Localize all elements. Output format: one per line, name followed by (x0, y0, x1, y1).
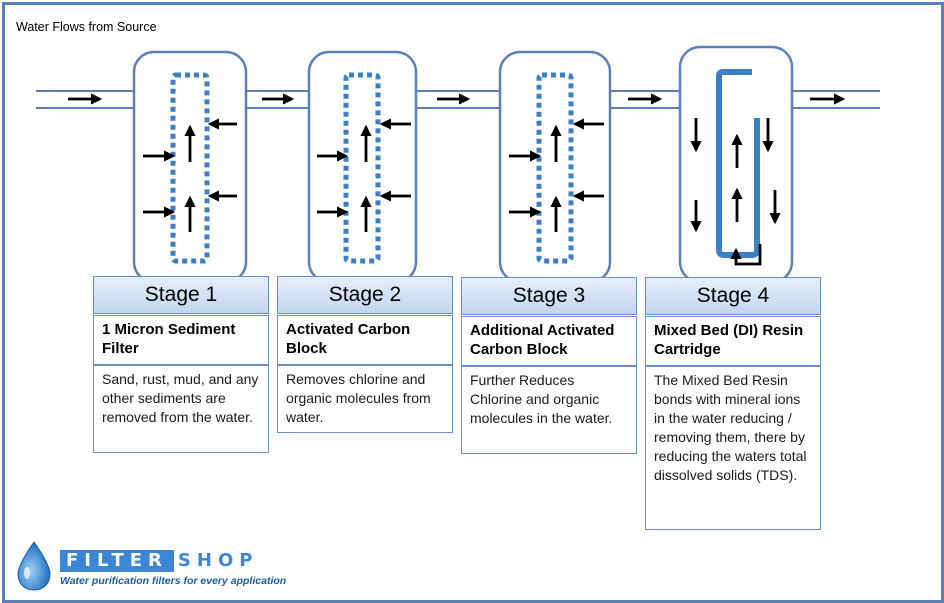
cartridge-stage-3 (536, 72, 574, 264)
housings (132, 45, 794, 284)
stage-4-description: The Mixed Bed Resin bonds with mineral i… (645, 366, 821, 530)
stage-2-header: Stage 2 (277, 276, 453, 314)
stage-4-name: Mixed Bed (DI) Resin Cartridge (645, 316, 821, 366)
cartridge-stage-2 (343, 72, 381, 264)
housing-stage-3 (498, 50, 612, 284)
stage-3-description: Further Reduces Chlorine and organic mol… (461, 366, 637, 454)
filtershop-logo: FILTER SHOP Water purification filters f… (14, 540, 324, 592)
water-drop-icon (17, 541, 51, 591)
stage-1-description: Sand, rust, mud, and any other sediments… (93, 365, 269, 453)
housing-stage-1 (132, 50, 248, 284)
flow-caption: Water Flows from Source (16, 20, 157, 34)
stage-2-name: Activated Carbon Block (277, 315, 453, 365)
resin-tube (716, 69, 760, 258)
cartridge-stage-1 (170, 72, 210, 264)
pipes (36, 90, 880, 109)
stage-1-name: 1 Micron Sediment Filter (93, 315, 269, 365)
stage-4-header: Stage 4 (645, 277, 821, 315)
stage-1-header: Stage 1 (93, 276, 269, 314)
flow-arrow-icon (730, 244, 762, 266)
logo-tagline: Water purification filters for every app… (60, 575, 287, 587)
stage-3-name: Additional Activated Carbon Block (461, 316, 637, 366)
logo-filter-text: FILTER (60, 550, 174, 572)
cartridges (170, 72, 574, 264)
stage-3-header: Stage 3 (461, 277, 637, 315)
logo-wordmark: FILTER SHOP (60, 550, 258, 572)
flow-arrows (68, 93, 846, 266)
housing-stage-2 (307, 50, 418, 284)
stage-2-description: Removes chlorine and organic molecules f… (277, 365, 453, 433)
logo-shop-text: SHOP (177, 550, 259, 571)
